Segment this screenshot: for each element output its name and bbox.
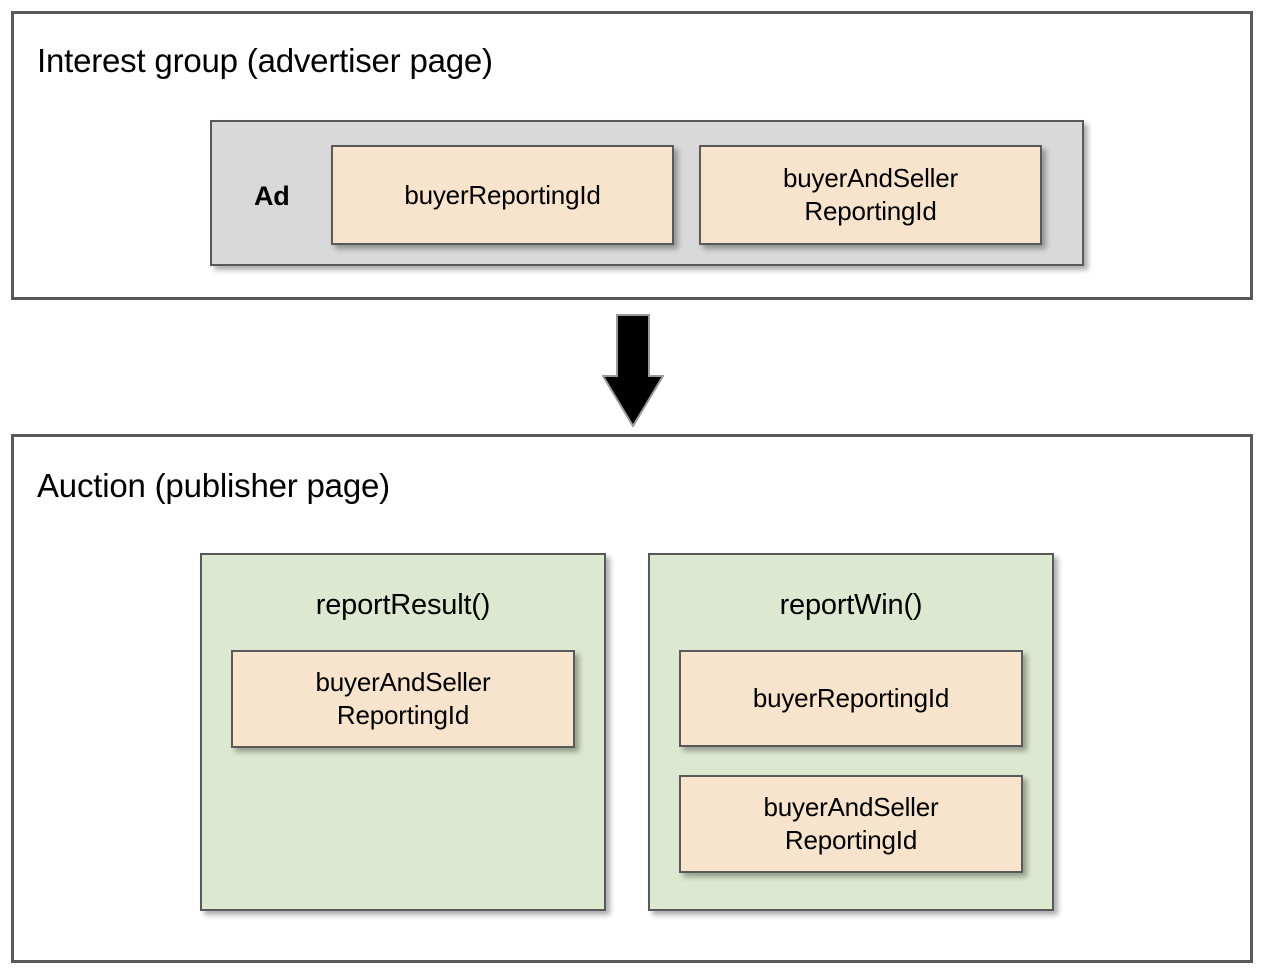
chip-buyer-reporting-id: buyerReportingId: [679, 650, 1023, 747]
chip-buyer-reporting-id: buyerReportingId: [331, 145, 674, 245]
function-name-report-result: reportResult(): [315, 589, 491, 621]
ad-label: Ad: [254, 181, 290, 211]
chip-buyer-and-seller-reporting-id: buyerAndSeller ReportingId: [679, 775, 1023, 873]
down-arrow-icon: [602, 314, 664, 427]
chip-label-line1: buyerAndSeller: [315, 667, 491, 697]
chip-label: buyerReportingId: [752, 683, 950, 713]
function-box-report-result: reportResult() buyerAndSeller ReportingI…: [200, 553, 606, 911]
function-name-report-win: reportWin(): [779, 589, 923, 621]
chip-label-line2: ReportingId: [804, 196, 937, 226]
chip-label-line1: buyerAndSeller: [763, 792, 939, 822]
auction-panel: Auction (publisher page): [11, 434, 1253, 963]
chip-label-line2: ReportingId: [336, 700, 470, 730]
chip-label: buyerAndSeller ReportingId: [764, 791, 939, 857]
chip-buyer-and-seller-reporting-id: buyerAndSeller ReportingId: [699, 145, 1042, 245]
chip-buyer-and-seller-reporting-id: buyerAndSeller ReportingId: [231, 650, 575, 748]
ad-container: Ad buyerReportingId buyerAndSeller Repor…: [210, 120, 1084, 266]
chip-label: buyerAndSeller ReportingId: [783, 162, 958, 228]
auction-title: Auction (publisher page): [37, 467, 390, 504]
function-box-report-win: reportWin() buyerReportingId buyerAndSel…: [648, 553, 1054, 911]
chip-label-line2: ReportingId: [784, 825, 918, 855]
interest-group-title: Interest group (advertiser page): [37, 42, 493, 79]
chip-label-line1: buyerAndSeller: [783, 163, 958, 193]
interest-group-panel: Interest group (advertiser page) Ad buye…: [11, 11, 1253, 300]
chip-label: buyerReportingId: [404, 179, 601, 210]
chip-label: buyerAndSeller ReportingId: [316, 666, 491, 732]
